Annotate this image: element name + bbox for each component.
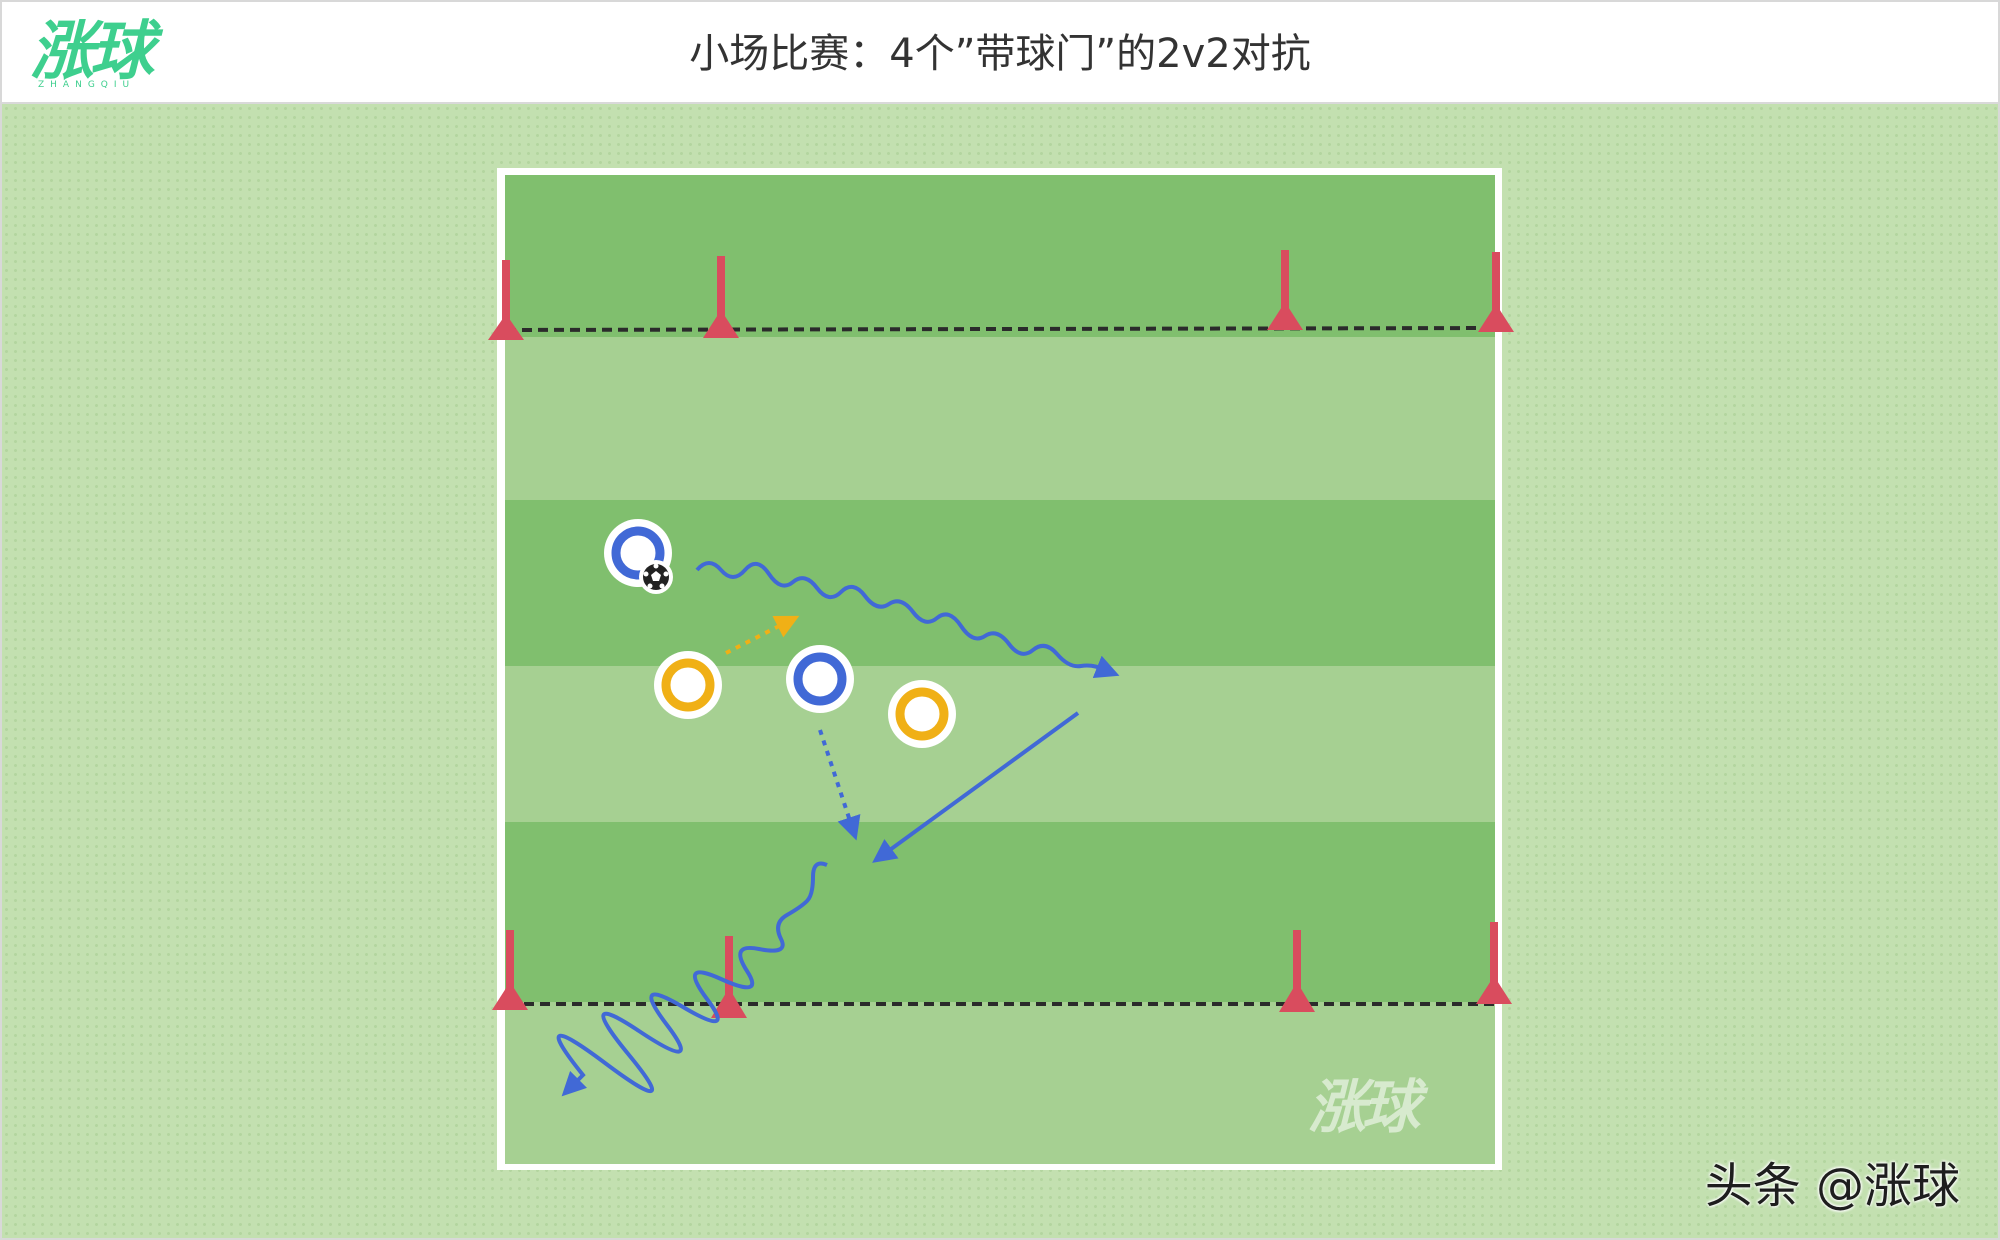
run-arrow: [818, 729, 861, 841]
cone-marker: [703, 256, 739, 338]
cone-marker: [488, 260, 524, 340]
cone-marker: [711, 936, 747, 1018]
cone-marker: [1476, 922, 1512, 1004]
cone-marker: [1478, 252, 1514, 332]
pass-arrow: [872, 711, 1080, 863]
cone-marker: [1267, 250, 1303, 330]
pitch-stripe-light: [505, 666, 1495, 822]
press-arrow: [725, 615, 800, 655]
pitch-stripe-light: [505, 337, 1495, 500]
source-credit: 头条 @涨球: [1704, 1158, 1960, 1214]
yellow-player: [654, 651, 722, 719]
pitch-stripe-dark: [505, 175, 1495, 337]
cone-marker: [1279, 930, 1315, 1012]
brand-logo: 涨球: [30, 15, 154, 89]
dribble-path-arrow: [556, 861, 828, 1097]
cone-marker: [492, 930, 528, 1010]
pitch-stripe-dark: [505, 822, 1495, 1002]
brand-logo-subtext: ZHANGQIU: [38, 80, 136, 90]
soccer-ball-icon: [639, 560, 673, 594]
dribble-path-arrow: [695, 561, 1120, 679]
top-goal-line: [505, 326, 1495, 332]
diagram-title: 小场比赛：4个”带球门”的2v2对抗: [689, 31, 1311, 77]
header-bar: 涨球 ZHANGQIU 小场比赛：4个”带球门”的2v2对抗: [2, 2, 1998, 104]
blue-player: [786, 645, 854, 713]
yellow-player: [888, 680, 956, 748]
watermark-logo: 涨球: [1308, 1073, 1420, 1141]
